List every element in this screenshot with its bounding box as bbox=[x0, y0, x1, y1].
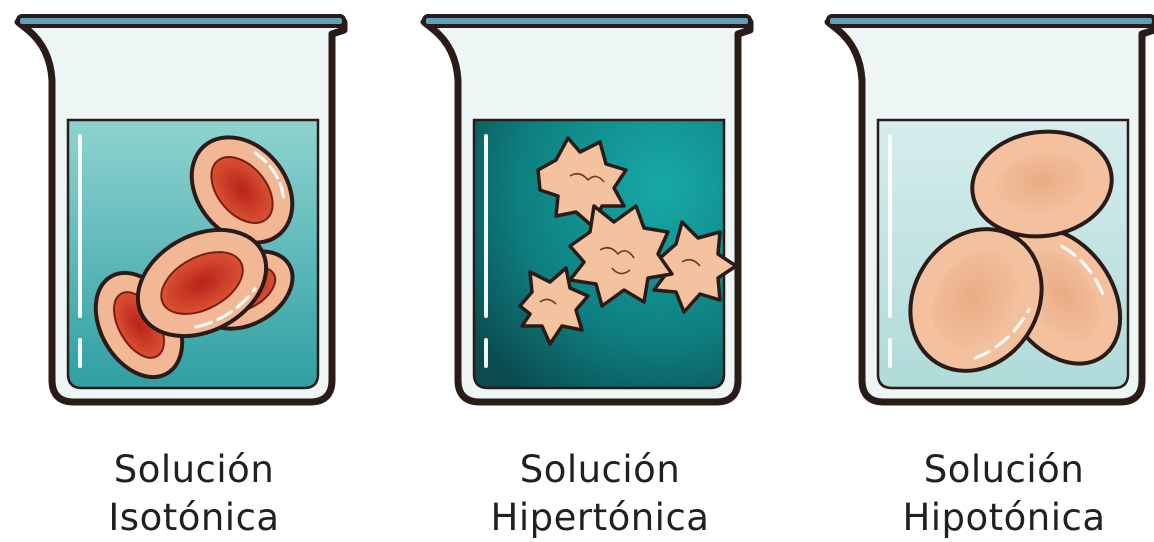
caption-line-2: Hipertónica bbox=[420, 494, 780, 542]
caption-isotonic: Solución Isotónica bbox=[14, 446, 374, 542]
caption-line-2: Hipotónica bbox=[824, 494, 1154, 542]
caption-hypertonic: Solución Hipertónica bbox=[420, 446, 780, 542]
beaker-rim bbox=[424, 16, 750, 26]
beaker-rim bbox=[18, 16, 344, 26]
caption-line-1: Solución bbox=[420, 446, 780, 494]
caption-line-1: Solución bbox=[824, 446, 1154, 494]
beaker-hypertonic-panel: Solución Hipertónica bbox=[420, 0, 780, 536]
caption-line-2: Isotónica bbox=[14, 494, 374, 542]
beaker-hypotonic-panel: Solución Hipotónica bbox=[824, 0, 1154, 536]
caption-hypotonic: Solución Hipotónica bbox=[824, 446, 1154, 542]
beaker-rim bbox=[828, 16, 1154, 26]
caption-line-1: Solución bbox=[14, 446, 374, 494]
beaker-isotonic-panel: Solución Isotónica bbox=[14, 0, 374, 536]
beaker-hypotonic bbox=[824, 0, 1154, 440]
beaker-hypertonic bbox=[420, 0, 780, 440]
beaker-isotonic bbox=[14, 0, 374, 440]
